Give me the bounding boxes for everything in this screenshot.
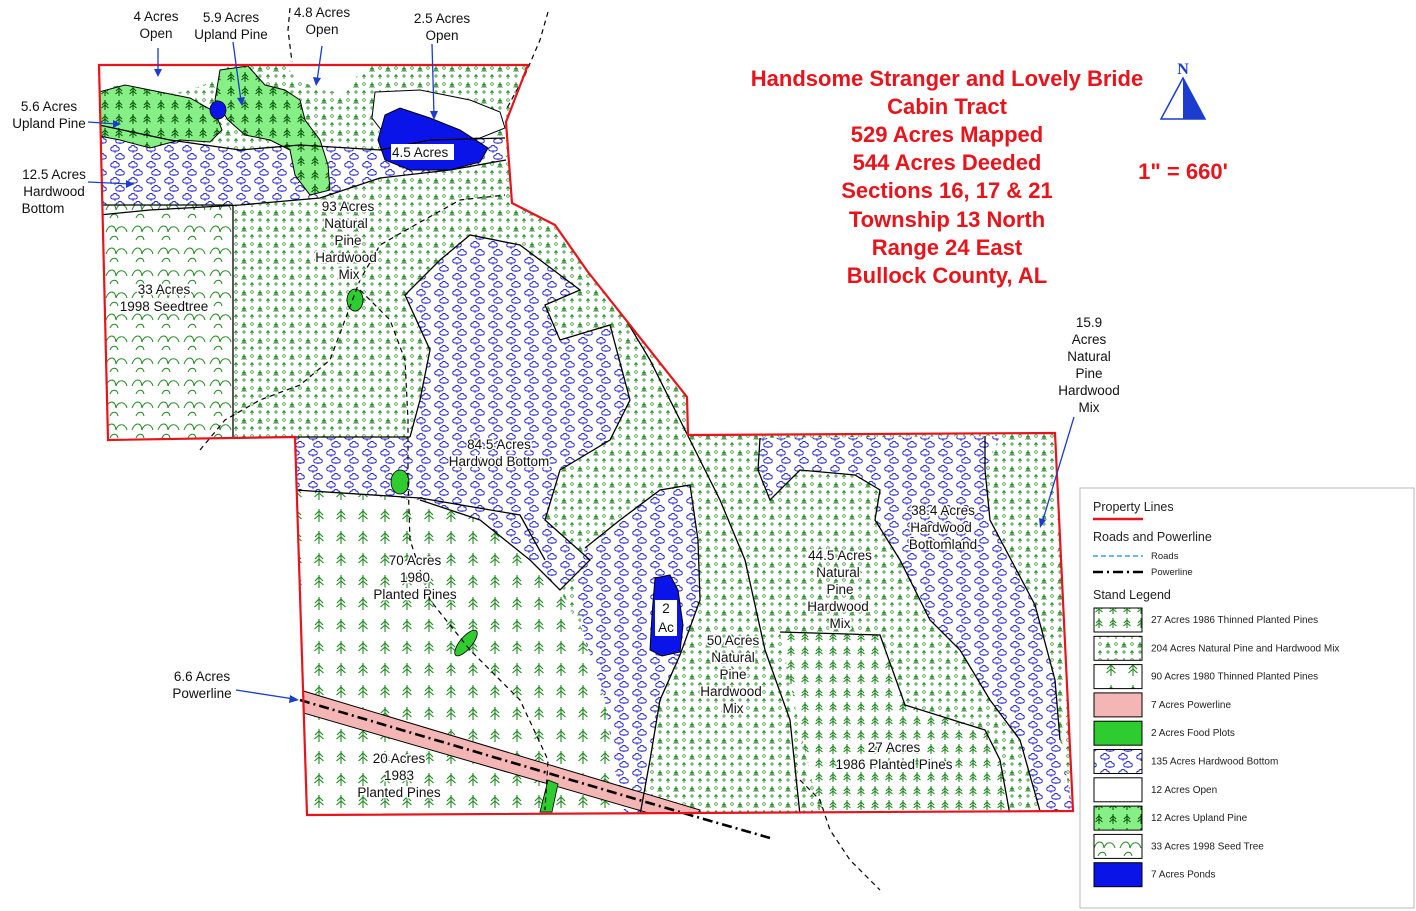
legend-item-label: 33 Acres 1998 Seed Tree	[1151, 841, 1264, 852]
legend-powerline-label: Powerline	[1151, 567, 1193, 578]
road-interior-1	[199, 194, 506, 451]
property-boundary	[97, 63, 1075, 817]
legend: Property Lines Roads and Powerline Roads…	[1079, 487, 1415, 909]
stand-upland-pine-west	[99, 84, 223, 149]
legend-swatch-open	[1093, 777, 1143, 803]
stand-boundaries	[99, 124, 1061, 815]
food-plot-4	[539, 779, 559, 813]
legend-swatch-pond	[1093, 862, 1143, 888]
pond-small-north	[209, 100, 227, 120]
title-line-2: Cabin Tract	[887, 94, 1007, 119]
legend-items: 27 Acres 1986 Thinned Planted Pines 204 A…	[1093, 607, 1339, 888]
road-south	[799, 779, 881, 891]
stand-33-seedtree	[99, 205, 233, 440]
legend-stand-heading: Stand Legend	[1093, 588, 1171, 602]
title-line-5: Sections 16, 17 & 21	[841, 178, 1053, 203]
label-pointers	[87, 41, 1075, 703]
legend-swatch-seed	[1093, 833, 1143, 859]
legend-item-label: 90 Acres 1980 Thinned Planted Pines	[1151, 672, 1318, 683]
title-line-7: Range 24 East	[872, 235, 1023, 260]
legend-swatch-pine-dense	[1093, 607, 1143, 633]
legend-swatch-hardwood	[1093, 749, 1143, 774]
title-line-8: Bullock County, AL	[847, 263, 1047, 288]
powerline-line	[299, 698, 771, 840]
road-north-connector	[287, 7, 293, 63]
legend-item-label: 2 Acres Food Plots	[1151, 728, 1235, 739]
stand-38-4-hardwood	[758, 436, 1073, 811]
roads	[199, 7, 881, 891]
legend-swatch-pine-sparse	[1093, 664, 1143, 690]
road-interior-2	[359, 289, 549, 811]
legend-item-label: 204 Acres Natural Pine and Hardwood Mix	[1151, 643, 1339, 654]
stand-27-planted-pines	[780, 632, 1010, 815]
legend-item-label: 7 Acres Ponds	[1151, 870, 1215, 881]
pond-4-5-label-bg	[391, 144, 454, 160]
legend-item-label: 27 Acres 1986 Thinned Planted Pines	[1151, 615, 1318, 626]
stand-open-4-8-acres	[285, 65, 370, 95]
legend-item-label: 12 Acres Upland Pine	[1151, 813, 1248, 824]
pond-2-label-bg	[655, 600, 677, 636]
legend-swatch-mix	[1093, 635, 1143, 661]
title-block: Handsome Stranger and Lovely Bride Cabin…	[751, 66, 1143, 288]
title-line-4: 544 Acres Deeded	[853, 150, 1042, 175]
legend-swatch-upland	[1093, 805, 1143, 831]
road-north	[505, 11, 549, 111]
legend-item-label: 7 Acres Powerline	[1151, 700, 1231, 711]
legend-swatch-food	[1093, 720, 1143, 746]
title-line-6: Township 13 North	[849, 207, 1045, 232]
scale-label: 1" = 660'	[1138, 159, 1228, 184]
title-line-1: Handsome Stranger and Lovely Bride	[751, 66, 1143, 91]
stand-84-5-hardwood	[295, 235, 630, 590]
label-pond-4-5: 4.5 Acres	[392, 145, 449, 160]
legend-roads-label: Roads	[1151, 551, 1179, 562]
north-label: N	[1177, 61, 1189, 78]
legend-swatch-powerline	[1093, 692, 1143, 718]
north-arrow-icon: N	[1159, 61, 1207, 120]
legend-property-lines-heading: Property Lines	[1093, 500, 1174, 514]
food-plot-2	[390, 469, 410, 495]
title-line-3: 529 Acres Mapped	[851, 122, 1043, 147]
legend-item-label: 135 Acres Hardwood Bottom	[1151, 757, 1278, 768]
legend-roads-powerline-heading: Roads and Powerline	[1093, 530, 1212, 544]
legend-item-label: 12 Acres Open	[1151, 785, 1217, 796]
stand-hardwood-center	[575, 485, 700, 815]
